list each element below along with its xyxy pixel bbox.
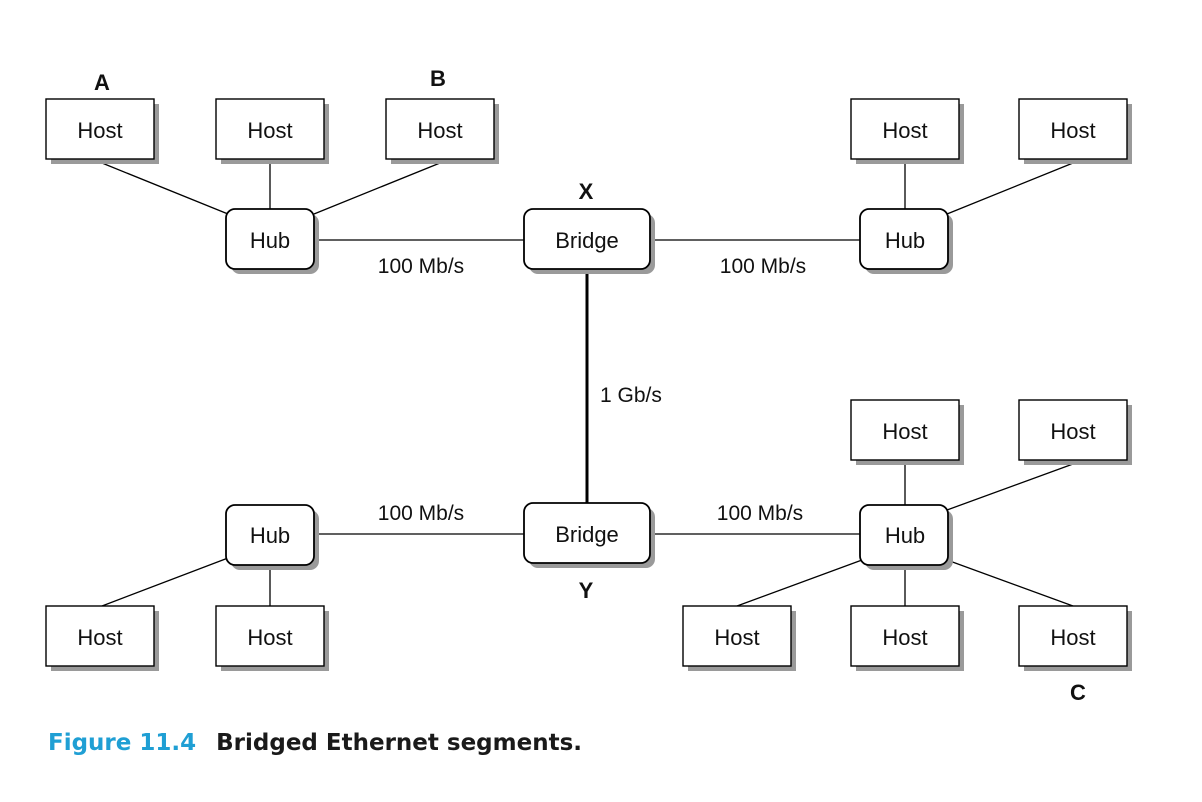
host-bottom-left-2: Host <box>215 605 329 671</box>
wire-hub-to-host-c <box>946 559 1074 607</box>
letter-b: B <box>430 66 446 91</box>
hub-bottom-right-label: Hub <box>885 523 925 548</box>
host-br-top-2-label: Host <box>1050 419 1095 444</box>
host-top-right-1: Host <box>850 98 964 164</box>
host-bottom-left-2-label: Host <box>247 625 292 650</box>
speed-label-backbone: 1 Gb/s <box>600 384 662 407</box>
host-br-bottom-1: Host <box>682 605 796 671</box>
hub-top-right-label: Hub <box>885 228 925 253</box>
wire-host-b-to-hub-top-left <box>313 162 441 215</box>
figure-caption: Figure 11.4 Bridged Ethernet segments. <box>48 730 582 756</box>
figure-number: Figure 11.4 <box>48 730 197 756</box>
wire-hub-to-host-br-bottom-1 <box>736 559 863 607</box>
speed-label-top-right: 100 Mb/s <box>720 255 806 278</box>
wire-host-a-to-hub-top-left <box>101 162 229 215</box>
wire-hub-bottom-left-to-host-1 <box>101 557 229 607</box>
host-br-bottom-1-label: Host <box>714 625 759 650</box>
host-br-bottom-2-label: Host <box>882 625 927 650</box>
bridge-x-label: Bridge <box>555 228 619 253</box>
wires <box>101 162 1074 607</box>
host-top-right-1-label: Host <box>882 118 927 143</box>
hub-top-left-label: Hub <box>250 228 290 253</box>
host-br-top-1: Host <box>850 399 964 465</box>
host-top-right-2-label: Host <box>1050 118 1095 143</box>
host-br-top-2: Host <box>1018 399 1132 465</box>
bridge-y: Bridge <box>523 502 655 568</box>
letter-y: Y <box>579 578 594 603</box>
hub-bottom-right: Hub <box>859 504 953 570</box>
host-top-right-2: Host <box>1018 98 1132 164</box>
host-bottom-left-1-label: Host <box>77 625 122 650</box>
host-top-mid-label: Host <box>247 118 292 143</box>
host-br-top-1-label: Host <box>882 419 927 444</box>
host-c: Host <box>1018 605 1132 671</box>
wire-host-top-right-2-to-hub <box>946 162 1074 215</box>
hub-top-left: Hub <box>225 208 319 274</box>
speed-label-bottom-right: 100 Mb/s <box>717 502 803 525</box>
hub-bottom-left-label: Hub <box>250 523 290 548</box>
bridge-y-label: Bridge <box>555 522 619 547</box>
figure-title: Bridged Ethernet segments. <box>216 730 583 756</box>
host-br-bottom-2: Host <box>850 605 964 671</box>
host-b-label: Host <box>417 118 462 143</box>
letter-a: A <box>94 70 110 95</box>
host-a-label: Host <box>77 118 122 143</box>
host-b: Host <box>385 98 499 164</box>
letter-c: C <box>1070 680 1086 705</box>
wire-host-br-top-2-to-hub <box>946 463 1074 511</box>
host-c-label: Host <box>1050 625 1095 650</box>
bridge-x: Bridge <box>523 208 655 274</box>
hub-bottom-left: Hub <box>225 504 319 570</box>
hub-top-right: Hub <box>859 208 953 274</box>
speed-label-top-left: 100 Mb/s <box>378 255 464 278</box>
speed-label-bottom-left: 100 Mb/s <box>378 502 464 525</box>
letter-x: X <box>579 179 594 204</box>
host-a: Host <box>45 98 159 164</box>
host-bottom-left-1: Host <box>45 605 159 671</box>
host-top-mid: Host <box>215 98 329 164</box>
